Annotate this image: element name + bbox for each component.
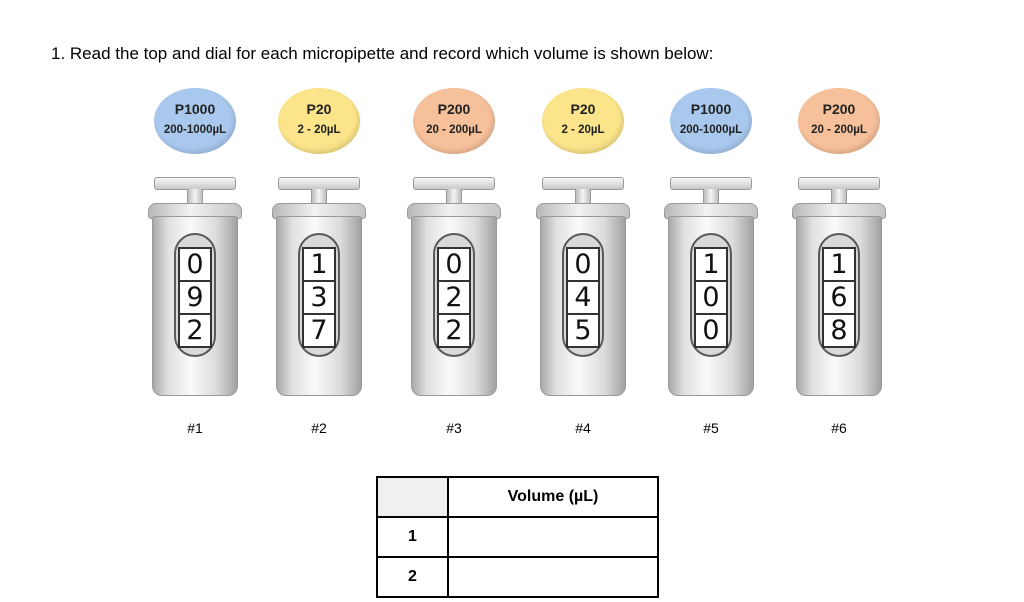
pipette-3: P200 20 - 200µL 0 2 2 #3 xyxy=(402,88,506,436)
volume-dial: 0 4 5 xyxy=(566,247,600,348)
pipette-number-label: #6 xyxy=(831,420,847,436)
volume-column-header: Volume (µL) xyxy=(447,476,659,518)
volume-window: 1 6 8 xyxy=(818,233,860,357)
dial-digit-top: 0 xyxy=(445,249,463,280)
pipette-model: P20 xyxy=(306,101,332,117)
pipette-badge: P20 2 - 20µL xyxy=(278,88,360,154)
pipette-model: P1000 xyxy=(174,101,216,117)
pipette-number-label: #1 xyxy=(187,420,203,436)
volume-window: 0 2 2 xyxy=(433,233,475,357)
pipette-badge: P20 2 - 20µL xyxy=(542,88,624,154)
pipette-number-label: #3 xyxy=(446,420,462,436)
dial-digit-top: 1 xyxy=(310,249,328,280)
volume-dial: 1 3 7 xyxy=(302,247,336,348)
pipette-model: P200 xyxy=(437,101,471,117)
dial-digit-bottom: 5 xyxy=(568,313,598,346)
pipette-1: P1000 200-1000µL 0 9 2 #1 xyxy=(143,88,247,436)
pipette-model: P1000 xyxy=(690,101,732,117)
pipette-body: 1 3 7 xyxy=(276,216,362,396)
dial-digit-middle: 9 xyxy=(180,280,210,313)
volume-window: 0 9 2 xyxy=(174,233,216,357)
pipette-5: P1000 200-1000µL 1 0 0 #5 xyxy=(659,88,763,436)
pipette-number-label: #5 xyxy=(703,420,719,436)
dial-digit-bottom: 2 xyxy=(439,313,469,346)
pipette-model: P20 xyxy=(570,101,596,117)
pipette-range: 20 - 200µL xyxy=(811,124,867,136)
volume-dial: 1 6 8 xyxy=(822,247,856,348)
volume-window: 0 4 5 xyxy=(562,233,604,357)
pipette-range: 20 - 200µL xyxy=(426,124,482,136)
table-row: 2 xyxy=(376,556,659,598)
row-number: 2 xyxy=(376,556,449,598)
question-text: 1. Read the top and dial for each microp… xyxy=(51,44,714,63)
plunger-stem xyxy=(703,189,719,206)
dial-digit-top: 0 xyxy=(186,249,204,280)
dial-digit-bottom: 8 xyxy=(824,313,854,346)
row-number: 1 xyxy=(376,516,449,558)
dial-digit-middle: 6 xyxy=(824,280,854,313)
plunger-stem xyxy=(575,189,591,206)
volume-dial: 0 9 2 xyxy=(178,247,212,348)
volume-dial: 1 0 0 xyxy=(694,247,728,348)
pipette-number-label: #2 xyxy=(311,420,327,436)
dial-digit-bottom: 2 xyxy=(180,313,210,346)
pipette-2: P20 2 - 20µL 1 3 7 #2 xyxy=(267,88,371,436)
plunger-stem xyxy=(311,189,327,206)
volume-dial: 0 2 2 xyxy=(437,247,471,348)
pipette-range: 200-1000µL xyxy=(163,124,227,136)
volume-answer-cell[interactable] xyxy=(447,516,659,558)
pipette-badge: P200 20 - 200µL xyxy=(413,88,495,154)
pipette-4: P20 2 - 20µL 0 4 5 #4 xyxy=(531,88,635,436)
dial-digit-top: 0 xyxy=(574,249,592,280)
pipette-body: 0 9 2 xyxy=(152,216,238,396)
dial-digit-middle: 0 xyxy=(696,280,726,313)
dial-digit-middle: 2 xyxy=(439,280,469,313)
plunger-stem xyxy=(831,189,847,206)
pipette-number-label: #4 xyxy=(575,420,591,436)
dial-digit-middle: 4 xyxy=(568,280,598,313)
pipette-badge: P200 20 - 200µL xyxy=(798,88,880,154)
pipette-badge: P1000 200-1000µL xyxy=(670,88,752,154)
table-row: 1 xyxy=(376,516,659,558)
pipette-range: 2 - 20µL xyxy=(297,124,341,136)
dial-digit-middle: 3 xyxy=(304,280,334,313)
pipette-body: 1 0 0 xyxy=(668,216,754,396)
pipette-badge: P1000 200-1000µL xyxy=(154,88,236,154)
pipette-range: 2 - 20µL xyxy=(561,124,605,136)
volume-window: 1 0 0 xyxy=(690,233,732,357)
pipette-body: 1 6 8 xyxy=(796,216,882,396)
plunger-stem xyxy=(446,189,462,206)
pipette-body: 0 4 5 xyxy=(540,216,626,396)
pipette-6: P200 20 - 200µL 1 6 8 #6 xyxy=(787,88,891,436)
dial-digit-top: 1 xyxy=(702,249,720,280)
table-header-row: Volume (µL) xyxy=(376,476,659,518)
volume-answer-cell[interactable] xyxy=(447,556,659,598)
dial-digit-bottom: 0 xyxy=(696,313,726,346)
volume-answer-table: Volume (µL) 1 2 xyxy=(376,476,659,598)
pipette-range: 200-1000µL xyxy=(679,124,743,136)
volume-window: 1 3 7 xyxy=(298,233,340,357)
dial-digit-bottom: 7 xyxy=(304,313,334,346)
plunger-stem xyxy=(187,189,203,206)
table-corner-cell xyxy=(376,476,449,518)
pipette-body: 0 2 2 xyxy=(411,216,497,396)
pipette-model: P200 xyxy=(822,101,856,117)
dial-digit-top: 1 xyxy=(830,249,848,280)
